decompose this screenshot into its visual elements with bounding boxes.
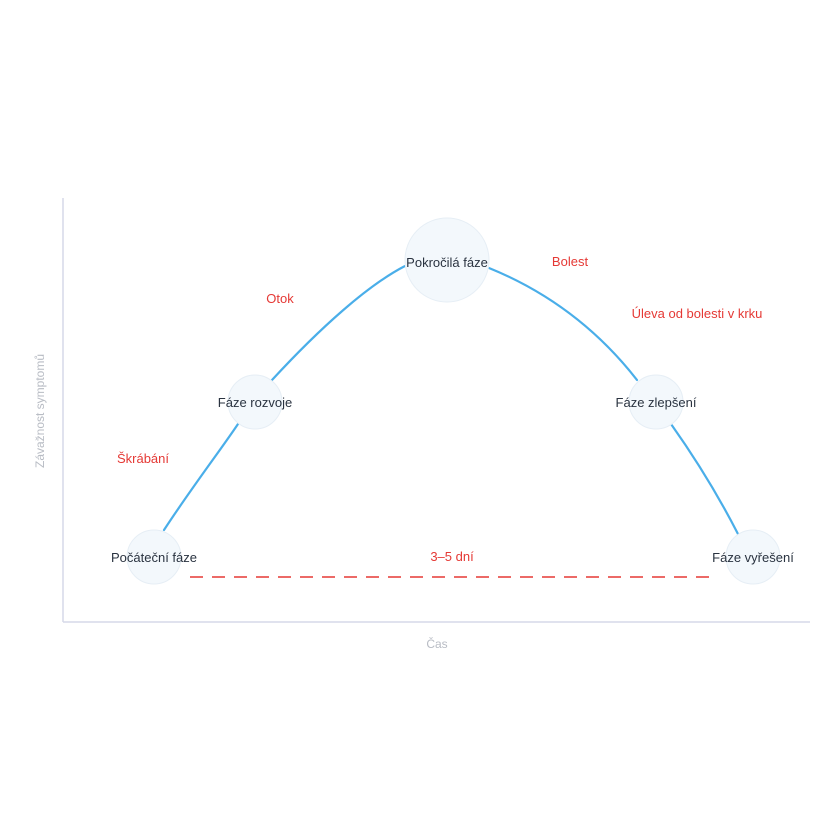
symptom-label-scratching: Škrábání [117,451,169,466]
stage-node-development [227,374,283,430]
symptom-label-pain: Bolest [552,254,589,269]
stage-node-advanced [404,217,490,303]
progression-curve-segment-4 [669,422,740,536]
stage-label-resolution: Fáze vyřešení [712,550,794,565]
stage-label-advanced: Pokročilá fáze [406,255,488,270]
stage-node-initial [126,529,182,585]
symptom-label-swelling: Otok [266,291,294,306]
y-axis-label: Závažnost symptomů [33,354,47,468]
progression-curve-segment-1 [162,422,240,532]
stage-label-improvement: Fáze zlepšení [616,395,697,410]
stage-node-improvement [628,374,684,430]
x-axis-label: Čas [426,636,447,651]
stage-label-development: Fáze rozvoje [218,395,292,410]
stage-node-resolution [725,529,781,585]
stage-label-initial: Počáteční fáze [111,550,197,565]
progression-curve-segment-3 [487,266,639,382]
duration-label: 3–5 dní [430,549,474,564]
progression-curve-segment-2 [270,264,407,382]
symptom-label-relief: Úleva od bolesti v krku [632,306,763,321]
